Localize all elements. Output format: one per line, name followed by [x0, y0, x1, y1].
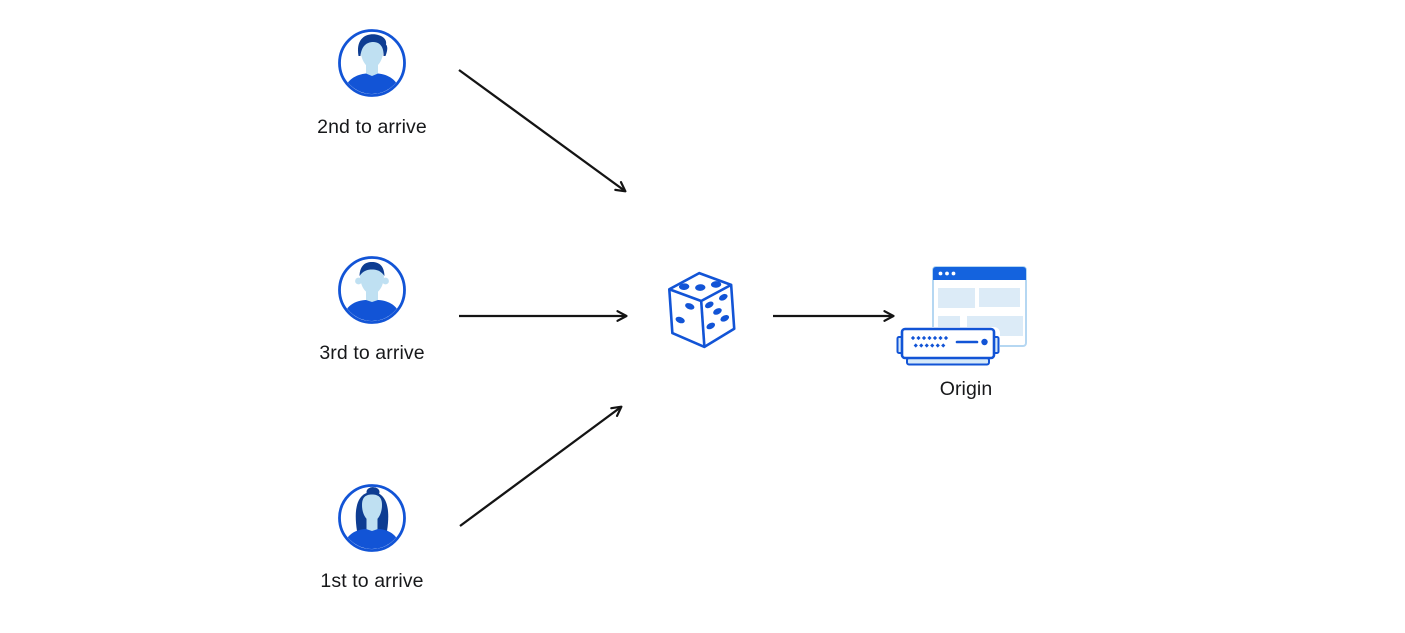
- server-icon: [896, 325, 1000, 372]
- client-label-1st-to-arrive: 1st to arrive: [320, 570, 424, 592]
- client-group-2nd-to-arrive: [337, 28, 407, 103]
- person-avatar-icon: [338, 484, 406, 552]
- client-group-1st-to-arrive: [337, 483, 407, 558]
- person-avatar-icon: [338, 29, 406, 97]
- client-label-3rd-to-arrive: 3rd to arrive: [319, 342, 425, 364]
- client-label-2nd-to-arrive: 2nd to arrive: [317, 116, 427, 138]
- dice-icon: [663, 267, 741, 359]
- arrow-client1-to-dice: [459, 405, 623, 527]
- window-titlebar: [933, 267, 1026, 280]
- person-avatar-icon: [338, 256, 406, 324]
- arrow-client2-to-dice: [458, 69, 627, 193]
- server-diamond-pattern: [910, 335, 949, 348]
- origin-label: Origin: [939, 378, 993, 400]
- client-group-3rd-to-arrive: [337, 255, 407, 330]
